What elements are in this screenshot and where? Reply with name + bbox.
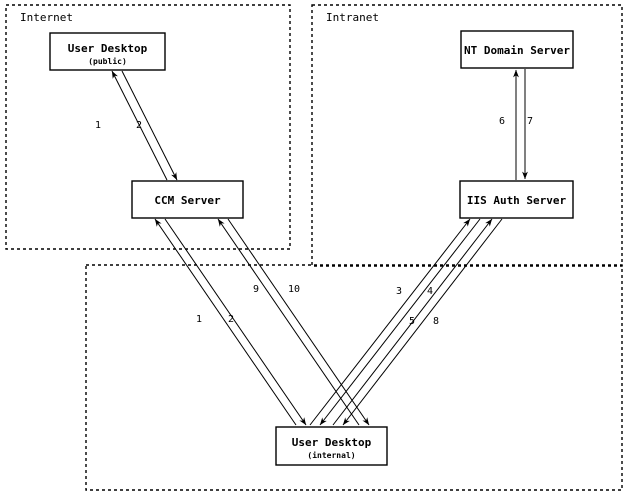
node-ccm-server-box[interactable] — [131, 180, 244, 219]
edge-label-3: 3 — [396, 286, 402, 297]
edge-label-8: 8 — [433, 316, 439, 327]
flow-1-internal-to-ccm — [154, 218, 297, 426]
flow-1-public-to-ccm — [121, 70, 178, 181]
node-user-desktop-internal[interactable]: User Desktop (internal) — [275, 426, 388, 466]
flow-4-iis-to-internal — [319, 218, 481, 426]
edge-label-4: 4 — [427, 286, 433, 297]
flow-2-ccm-to-public — [111, 70, 168, 181]
node-nt-domain-server-box[interactable] — [460, 30, 574, 69]
node-user-desktop-internal-subtitle: (internal) — [307, 450, 355, 460]
zone-internal-lan — [85, 264, 623, 491]
node-iis-auth-server-title: IIS Auth Server — [467, 194, 567, 207]
flow-10-ccm-to-internal — [227, 218, 370, 426]
node-user-desktop-internal-box[interactable] — [275, 426, 388, 466]
node-user-desktop-public-box[interactable] — [49, 32, 166, 71]
zone-internal-lan-border — [85, 264, 623, 491]
node-nt-domain-server-title: NT Domain Server — [464, 44, 570, 57]
node-user-desktop-public-title: User Desktop — [68, 42, 148, 55]
edge-label-5: 5 — [409, 316, 415, 327]
node-user-desktop-public-subtitle: (public) — [88, 56, 127, 66]
edge-label-1-bottom: 1 — [196, 314, 202, 325]
flow-9-internal-to-ccm — [217, 218, 360, 426]
edge-label-9: 9 — [253, 284, 259, 295]
edge-label-2-bottom: 2 — [228, 314, 234, 325]
flow-8-iis-to-internal — [342, 218, 503, 426]
edge-label-2-top: 2 — [136, 120, 142, 131]
zone-intranet-border — [311, 4, 623, 267]
node-user-desktop-internal-title: User Desktop — [292, 436, 372, 449]
node-iis-auth-server-box[interactable] — [459, 180, 574, 219]
edge-label-1-top: 1 — [95, 120, 101, 131]
flow-5-internal-to-iis — [332, 218, 493, 426]
node-iis-auth-server[interactable]: IIS Auth Server — [459, 180, 574, 219]
edge-label-10: 10 — [288, 284, 300, 295]
flow-3-internal-to-iis — [309, 218, 471, 426]
zone-internet: Internet — [5, 4, 291, 250]
zone-internet-label: Internet — [20, 11, 73, 24]
zone-intranet: Intranet — [311, 4, 623, 267]
flow-2-ccm-to-internal — [164, 218, 307, 426]
edge-label-7: 7 — [527, 116, 533, 127]
node-ccm-server-title: CCM Server — [154, 194, 221, 207]
edge-label-6: 6 — [499, 116, 505, 127]
zone-intranet-label: Intranet — [326, 11, 379, 24]
node-ccm-server[interactable]: CCM Server — [131, 180, 244, 219]
node-user-desktop-public[interactable]: User Desktop (public) — [49, 32, 166, 71]
node-nt-domain-server[interactable]: NT Domain Server — [460, 30, 574, 69]
